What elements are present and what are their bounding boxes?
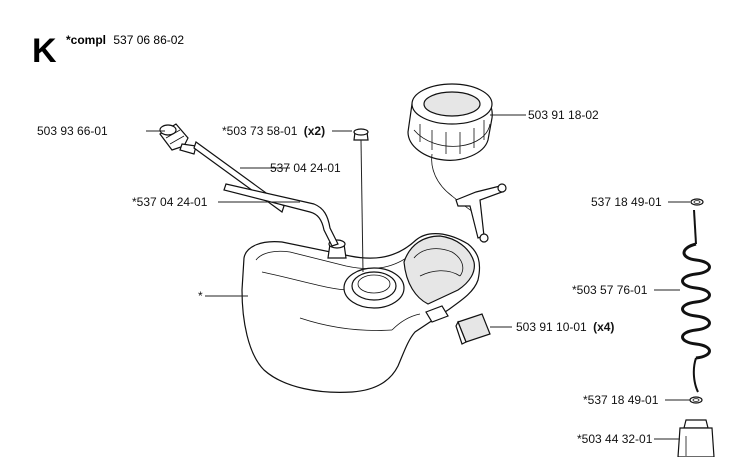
part-number: *503 44 32-01 xyxy=(577,432,653,446)
compl-label: *compl 537 06 86-02 xyxy=(66,33,184,47)
part-label-503-91-18-02: 503 91 18-02 xyxy=(528,108,599,122)
part-number: *537 04 24-01 xyxy=(132,195,208,209)
part-number: *503 73 58-01 xyxy=(222,124,298,138)
part-number: 503 93 66-01 xyxy=(37,124,108,138)
part-label-tank-star: * xyxy=(198,289,203,303)
part-number: 503 91 10-01 xyxy=(516,320,587,334)
part-quantity: (x4) xyxy=(593,320,614,334)
part-number: *503 57 76-01 xyxy=(572,283,648,297)
part-quantity: (x2) xyxy=(304,124,325,138)
part-label-537-18-49-01-star: *537 18 49-01 xyxy=(583,393,659,407)
fuel-cap xyxy=(407,83,507,243)
rubber-buffer xyxy=(455,313,491,345)
fuel-tank xyxy=(241,233,481,393)
section-letter: K xyxy=(32,32,57,70)
vent-valve xyxy=(353,128,369,141)
part-label-537-18-49-01: 537 18 49-01 xyxy=(591,195,662,209)
part-label-503-57-76-01: *503 57 76-01 xyxy=(572,283,648,297)
part-number: 537 18 49-01 xyxy=(591,195,662,209)
part-label-537-04-24-01: 537 04 24-01 xyxy=(270,161,341,175)
part-number: 503 91 18-02 xyxy=(528,108,599,122)
part-label-537-04-24-01-star: *537 04 24-01 xyxy=(132,195,208,209)
spiral-hose xyxy=(681,209,711,393)
part-number: * xyxy=(198,289,203,303)
part-number: 537 04 24-01 xyxy=(270,161,341,175)
part-label-503-73-58-01: *503 73 58-01 (x2) xyxy=(222,124,325,138)
o-ring-top xyxy=(690,198,704,206)
compl-prefix: *compl xyxy=(66,33,106,47)
fuel-hoses xyxy=(193,141,339,247)
part-label-503-44-32-01: *503 44 32-01 xyxy=(577,432,653,446)
part-label-503-91-10-01: 503 91 10-01 (x4) xyxy=(516,320,614,334)
part-label-503-93-66-01: 503 93 66-01 xyxy=(37,124,108,138)
o-ring-bottom xyxy=(689,396,703,404)
part-number: *537 18 49-01 xyxy=(583,393,659,407)
leader-lines xyxy=(146,114,690,440)
compl-number: 537 06 86-02 xyxy=(113,33,184,47)
filler-tube xyxy=(677,419,715,457)
fuel-filter xyxy=(159,123,197,155)
